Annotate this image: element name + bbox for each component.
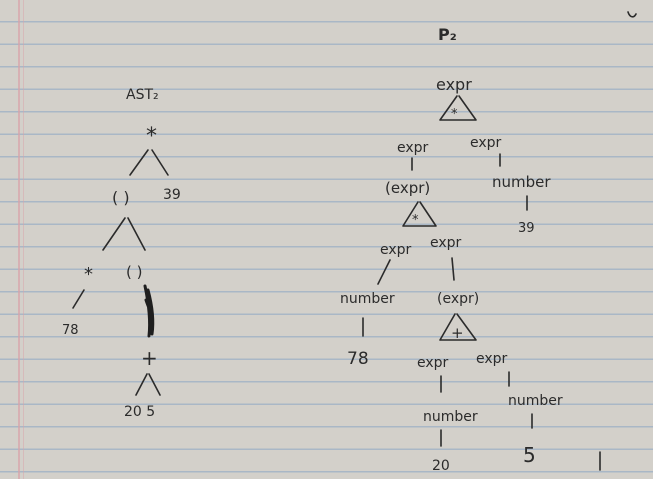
parse-expr-r2: expr: [430, 235, 462, 251]
parse-edge-r2: [451, 257, 455, 281]
ast-num-78: 78: [62, 323, 79, 338]
ast-edges-plus: [135, 373, 161, 396]
parse-number-l3: number: [423, 409, 478, 425]
parse-triangle-1: [439, 95, 477, 121]
parse-triangle-2: [402, 201, 437, 227]
parse-expr-l2: expr: [380, 242, 412, 258]
ast-num-20-5: 20 5: [124, 404, 155, 420]
ast-scribble-edge: [143, 284, 155, 338]
parse-expr-r1: expr: [470, 135, 502, 151]
parse-paren-expr: (expr): [385, 179, 430, 197]
parse-number-l2: number: [340, 291, 395, 307]
ast-mult-node: *: [84, 264, 93, 285]
ast-plus-node: +: [141, 346, 158, 370]
parse-number-r3: number: [508, 393, 563, 409]
parse-num-5: 5: [523, 443, 536, 467]
parse-root-expr: expr: [436, 75, 472, 94]
ast-edge-78: [72, 289, 85, 309]
ast-root-mult: *: [146, 124, 157, 149]
parse-paren-expr2: (expr): [437, 291, 479, 307]
parse-expr-l1: expr: [397, 140, 429, 156]
margin-line: [18, 0, 20, 479]
parse-number-r1: number: [492, 173, 551, 191]
parse-op-plus: +: [451, 324, 464, 342]
ast-num-39: 39: [163, 187, 181, 203]
ast-paren2-node: ( ): [126, 263, 142, 281]
parse-op-mult: *: [451, 107, 458, 122]
stray-mark-top: [627, 11, 637, 18]
parse-num-78: 78: [347, 349, 369, 369]
parse-triangle-3: [439, 313, 477, 341]
ast-edges-root: [129, 149, 169, 176]
parse-title: P₂: [438, 25, 457, 44]
parse-expr-l3: expr: [417, 355, 449, 371]
parse-edge-l2: [377, 259, 391, 285]
ast-edges-paren: [102, 217, 146, 251]
ast-tree: AST₂ * ( ) 39 * ( ) 78 + 20 5: [62, 87, 181, 420]
parse-op-mult2: *: [412, 213, 419, 228]
margin-line-secondary: [23, 0, 24, 479]
parse-tree: P₂ expr * expr expr (expr) number 39 * e…: [340, 11, 637, 474]
ast-title: AST₂: [126, 87, 159, 103]
parse-expr-r3: expr: [476, 351, 508, 367]
ast-paren-node: ( ): [112, 188, 130, 207]
parse-num-39: 39: [518, 221, 535, 236]
parse-num-20: 20: [432, 458, 450, 474]
